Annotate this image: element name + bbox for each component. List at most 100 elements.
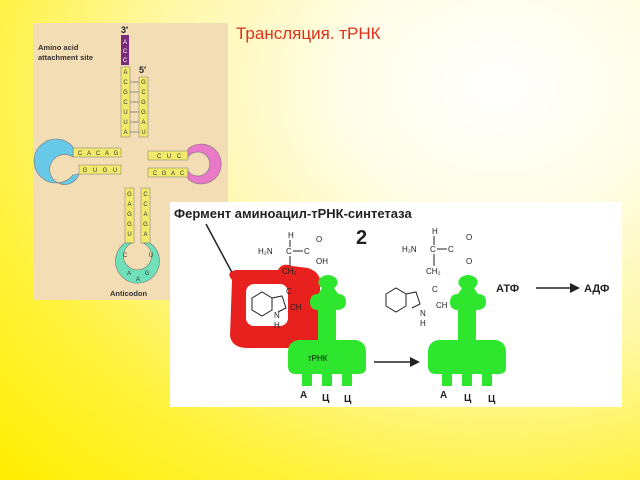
anticodon-label: Anticodon: [110, 289, 147, 298]
svg-text:A: A: [141, 120, 145, 126]
amino-acid-left: H H₂N C C O OH CH₂ C CH N H: [251, 231, 328, 330]
svg-text:C: C: [430, 245, 436, 254]
svg-text:A: A: [123, 130, 127, 136]
svg-text:U: U: [141, 130, 145, 136]
svg-text:U: U: [123, 120, 127, 126]
svg-text:G: G: [141, 100, 146, 106]
atp-adp-reaction: АТФ АДФ: [496, 283, 609, 295]
svg-text:G: G: [114, 151, 119, 157]
label-5prime: 5′: [139, 65, 146, 75]
cca-end: A C C: [121, 35, 129, 65]
svg-text:N: N: [274, 311, 280, 320]
svg-text:A: A: [171, 171, 175, 177]
trna-label: тРНК: [308, 354, 328, 363]
svg-text:Ц: Ц: [322, 393, 330, 404]
trna-left: тРНК А Ц Ц: [288, 275, 366, 405]
svg-text:G: G: [141, 80, 146, 86]
t-arm: C U C C G A C: [147, 143, 222, 185]
svg-text:A: A: [87, 151, 91, 157]
svg-text:G: G: [141, 110, 146, 116]
svg-text:А: А: [300, 390, 307, 401]
svg-text:Ц: Ц: [344, 394, 352, 405]
svg-text:A: A: [136, 277, 140, 283]
svg-text:H₂N: H₂N: [258, 247, 273, 256]
label-3prime: 3′: [121, 25, 128, 35]
svg-text:A: A: [143, 232, 147, 238]
svg-text:A: A: [127, 202, 131, 208]
pointer-line: [205, 223, 237, 281]
svg-text:N: N: [420, 309, 426, 318]
svg-text:Ц: Ц: [488, 394, 496, 405]
svg-text:C: C: [78, 151, 83, 157]
svg-text:Ц: Ц: [464, 393, 472, 404]
svg-text:A: A: [123, 70, 127, 76]
svg-text:А: А: [440, 390, 447, 401]
trna-right: А Ц Ц: [428, 275, 506, 405]
svg-text:C: C: [180, 171, 185, 177]
svg-text:G: G: [143, 222, 148, 228]
svg-text:C: C: [143, 192, 148, 198]
svg-text:A: A: [143, 212, 147, 218]
svg-text:H: H: [288, 231, 294, 240]
synthetase-title: Фермент аминоацил-тРНК-синтетаза: [174, 206, 412, 221]
svg-text:O: O: [466, 257, 472, 266]
atp-label: АТФ: [496, 283, 519, 295]
svg-text:H: H: [420, 319, 426, 328]
enzyme-pocket: [246, 284, 288, 326]
svg-text:G: G: [123, 90, 128, 96]
svg-text:G: G: [127, 192, 132, 198]
svg-text:O: O: [466, 233, 472, 242]
svg-text:C: C: [143, 202, 148, 208]
svg-text:G: G: [83, 168, 88, 174]
svg-text:U: U: [123, 110, 127, 116]
svg-text:CH: CH: [436, 301, 448, 310]
svg-text:C: C: [123, 100, 128, 106]
svg-text:G: G: [103, 168, 108, 174]
svg-text:C: C: [286, 287, 292, 296]
svg-text:OH: OH: [316, 257, 328, 266]
step-number: 2: [356, 227, 367, 249]
svg-text:A: A: [105, 151, 109, 157]
svg-text:C: C: [123, 58, 128, 64]
svg-text:C: C: [448, 245, 454, 254]
svg-text:C: C: [123, 253, 128, 259]
svg-text:C: C: [123, 80, 128, 86]
amino-acid-right: H H₂N C C O O CH₂ C CH N H: [385, 227, 472, 328]
svg-text:C: C: [432, 285, 438, 294]
attachment-label-2: attachment site: [38, 53, 93, 62]
svg-text:C: C: [304, 247, 310, 256]
svg-text:G: G: [127, 222, 132, 228]
svg-text:CH₂: CH₂: [282, 267, 297, 276]
svg-text:A: A: [127, 271, 131, 277]
svg-text:U: U: [149, 253, 153, 259]
svg-text:A: A: [123, 40, 127, 46]
svg-text:H: H: [432, 227, 438, 236]
attachment-label-1: Amino acid: [38, 43, 79, 52]
svg-text:G: G: [162, 171, 167, 177]
svg-text:H: H: [274, 321, 280, 330]
svg-text:O: O: [316, 235, 322, 244]
transition-arrow: [374, 357, 420, 367]
trna-cloverleaf-panel: Amino acid attachment site 3′ 5′ Anticod…: [33, 23, 228, 300]
svg-text:C: C: [123, 49, 128, 55]
slide-title: Трансляция. тРНК: [236, 24, 381, 43]
svg-text:C: C: [153, 171, 158, 177]
svg-text:C: C: [286, 247, 292, 256]
svg-text:U: U: [93, 168, 97, 174]
d-arm: C A C A G G U G U: [33, 138, 122, 185]
svg-text:H₂N: H₂N: [402, 245, 417, 254]
svg-text:G: G: [145, 271, 150, 277]
trna-cloverleaf-figure: Amino acid attachment site 3′ 5′ Anticod…: [33, 25, 222, 298]
svg-text:U: U: [127, 232, 131, 238]
svg-text:C: C: [141, 90, 146, 96]
svg-text:CH: CH: [290, 303, 302, 312]
acceptor-stem: A C G C U U A G C G G A U: [120, 66, 149, 138]
synthetase-panel: Фермент аминоацил-тРНК-синтетаза 2 H H₂N…: [170, 202, 622, 407]
svg-text:U: U: [167, 154, 171, 160]
anticodon-arm: G A G G U C C A G A C A A G U: [115, 187, 160, 284]
svg-text:CH₂: CH₂: [426, 267, 441, 276]
svg-text:G: G: [127, 212, 132, 218]
adp-label: АДФ: [584, 283, 609, 295]
svg-text:C: C: [157, 154, 162, 160]
svg-text:C: C: [177, 154, 182, 160]
